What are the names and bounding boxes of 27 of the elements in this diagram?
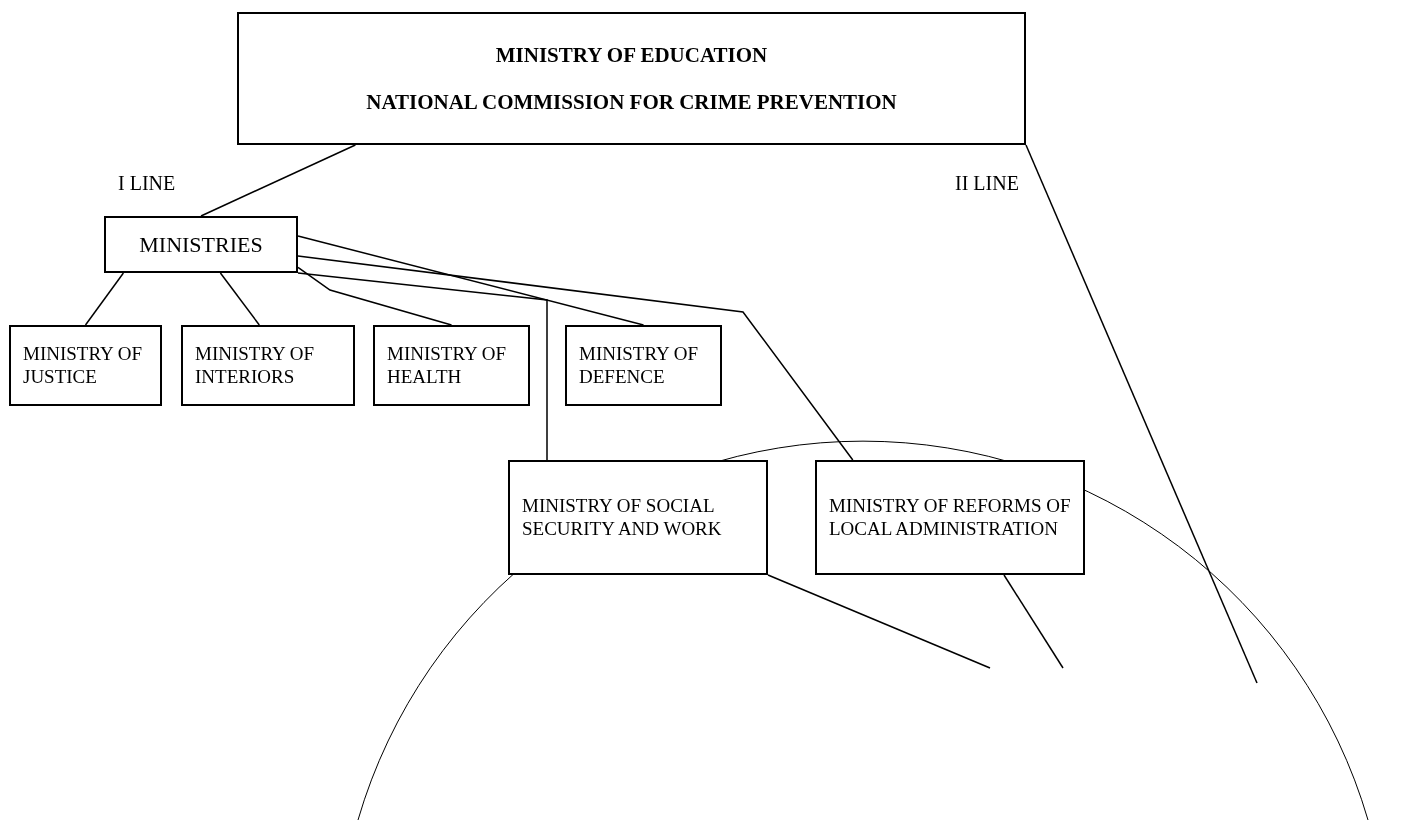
connector-line: [297, 235, 645, 326]
connector-line: [297, 272, 548, 461]
connector-line: [219, 272, 261, 326]
connector-line: [200, 144, 357, 217]
connector-line: [1025, 144, 1258, 684]
org-box: [237, 12, 1026, 145]
box-text: MINISTRY OF HEALTH: [387, 342, 508, 389]
org-box: [815, 460, 1085, 575]
box-text: MINISTRY OF DEFENCE: [579, 342, 700, 389]
org-box: [373, 325, 530, 406]
heading-text: NATIONAL COMMISSION FOR CRIME PREVENTION: [366, 88, 897, 115]
connector-line: [767, 574, 991, 669]
box-text: MINISTRIES: [139, 230, 263, 259]
box-text: MINISTRY OF JUSTICE: [23, 342, 144, 389]
heading-text: MINISTRY OF EDUCATION: [495, 42, 768, 69]
box-text: MINISTRY OF SOCIAL SECURITY AND WORK: [522, 494, 723, 541]
org-box: [181, 325, 355, 406]
connector-line: [297, 255, 854, 461]
org-box: [104, 216, 298, 273]
connector-line: [1003, 574, 1064, 669]
connector-line: [297, 266, 453, 326]
box-text: MINISTRY OF REFORMS OF LOCAL ADMINISTRATION: [829, 494, 1071, 541]
org-box: [9, 325, 162, 406]
org-box: [508, 460, 768, 575]
box-text: MINISTRY OF INTERIORS: [195, 342, 316, 389]
connector-line: [84, 272, 125, 326]
org-box: [565, 325, 722, 406]
